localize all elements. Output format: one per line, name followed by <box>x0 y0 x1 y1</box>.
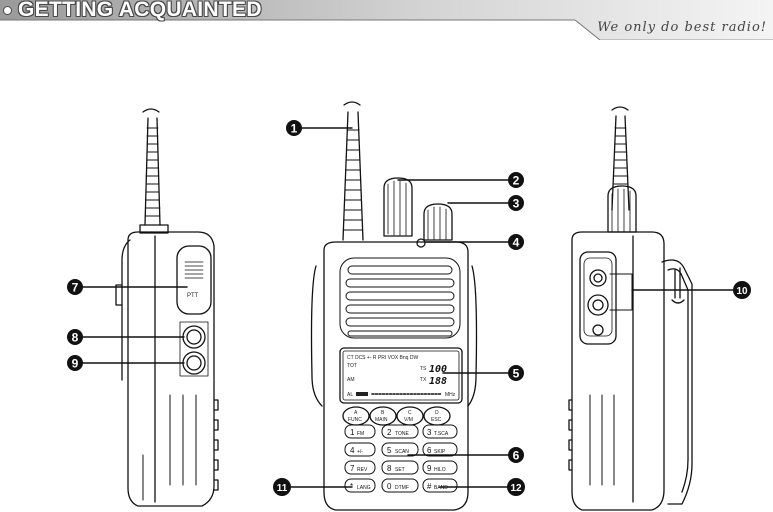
svg-text:2: 2 <box>513 174 520 188</box>
callout-3: 3 <box>508 195 524 211</box>
function-key-row: A FUNC B MAIN C V/M D ESC <box>342 406 451 426</box>
brand-slogan: We only do best radio! <box>597 20 767 35</box>
lcd-mark-am: AM <box>347 377 355 383</box>
callout-5: 5 <box>508 365 524 381</box>
callout-7: 7 <box>67 279 83 295</box>
lcd-mark-tot: TOT <box>347 363 357 369</box>
key-7-num: 7 <box>350 464 355 473</box>
header-banner <box>0 0 773 40</box>
callout-2: 2 <box>508 172 524 188</box>
radio-left-side-view: PTT <box>115 108 219 507</box>
svg-text:9: 9 <box>72 357 79 371</box>
func-key-c-top: C <box>408 410 412 416</box>
page-title: GETTING ACQUAINTED <box>18 0 262 21</box>
func-key-a-top: A <box>354 410 358 416</box>
svg-text:1: 1 <box>291 122 298 136</box>
key-5-text: SCAN <box>395 449 409 455</box>
svg-text:7: 7 <box>72 281 79 295</box>
lcd-mark-ts: TS <box>420 366 427 372</box>
lcd-bottom-left: AL <box>347 392 353 398</box>
svg-text:4: 4 <box>513 236 520 250</box>
section-header: GETTING ACQUAINTED We only do best radio… <box>0 0 773 40</box>
callout-9: 9 <box>67 355 83 371</box>
key-0-num: 0 <box>387 482 392 491</box>
svg-text:5: 5 <box>513 367 520 381</box>
key-5-num: 5 <box>387 446 392 455</box>
callout-12: 12 <box>507 478 525 496</box>
key-3-num: 3 <box>427 428 432 437</box>
key-6-num: 6 <box>427 446 432 455</box>
svg-text:10: 10 <box>736 286 748 297</box>
key-2-text: TONE <box>395 431 409 437</box>
ptt-label: PTT <box>187 293 199 299</box>
key-3-text: T.SCA <box>434 431 449 437</box>
func-key-a-bottom: FUNC <box>348 417 362 423</box>
callout-8: 8 <box>67 329 83 345</box>
key-hash-text: BAND <box>434 485 448 491</box>
radio-front-view: CT DCS +- R PRI VOX Bnq DW TOT AM TS TX … <box>310 101 478 511</box>
key-1-num: 1 <box>350 428 355 437</box>
title-bullet-icon <box>3 6 12 15</box>
key-8-text: SET <box>395 467 405 473</box>
callout-6: 6 <box>508 447 524 463</box>
lcd-digits-bottom: 188 <box>429 376 447 387</box>
key-7-text: REV <box>357 467 368 473</box>
key-8-num: 8 <box>387 464 392 473</box>
svg-text:12: 12 <box>510 483 522 494</box>
lcd-indicators: CT DCS +- R PRI VOX Bnq DW <box>347 355 418 361</box>
key-1-text: FM <box>357 431 364 437</box>
lcd-bottom-right: MHz <box>445 392 456 398</box>
svg-text:11: 11 <box>277 483 288 494</box>
callout-4: 4 <box>508 234 524 250</box>
callout-1: 1 <box>286 120 302 136</box>
svg-text:6: 6 <box>513 449 520 463</box>
key-6-text: SKIP <box>434 449 446 455</box>
radio-right-side-view <box>568 106 693 511</box>
key-0-text: DTMF <box>395 485 409 491</box>
lcd-mark-tx: TX <box>420 377 427 383</box>
callout-badges: 1 2 3 4 5 6 7 8 <box>67 120 751 496</box>
key-4-text: +/- <box>357 449 363 455</box>
key-hash-num: # <box>427 482 432 491</box>
func-key-d-bottom: ESC <box>431 417 442 423</box>
callout-10: 10 <box>733 281 751 299</box>
key-star-text: LANG <box>357 485 371 491</box>
lcd-digits-top: 100 <box>429 364 447 375</box>
func-key-b-top: B <box>381 410 385 416</box>
key-4-num: 4 <box>350 446 355 455</box>
func-key-b-bottom: MAIN <box>375 417 388 423</box>
key-9-text: HILO <box>434 467 446 473</box>
callout-11: 11 <box>273 478 291 496</box>
func-key-c-bottom: V/M <box>404 417 413 423</box>
svg-text:8: 8 <box>72 331 79 345</box>
svg-text:3: 3 <box>513 197 520 211</box>
key-9-num: 9 <box>427 464 432 473</box>
func-key-d-top: D <box>435 410 439 416</box>
key-2-num: 2 <box>387 428 392 437</box>
callout-leaders <box>82 127 734 488</box>
number-keypad <box>344 424 458 493</box>
